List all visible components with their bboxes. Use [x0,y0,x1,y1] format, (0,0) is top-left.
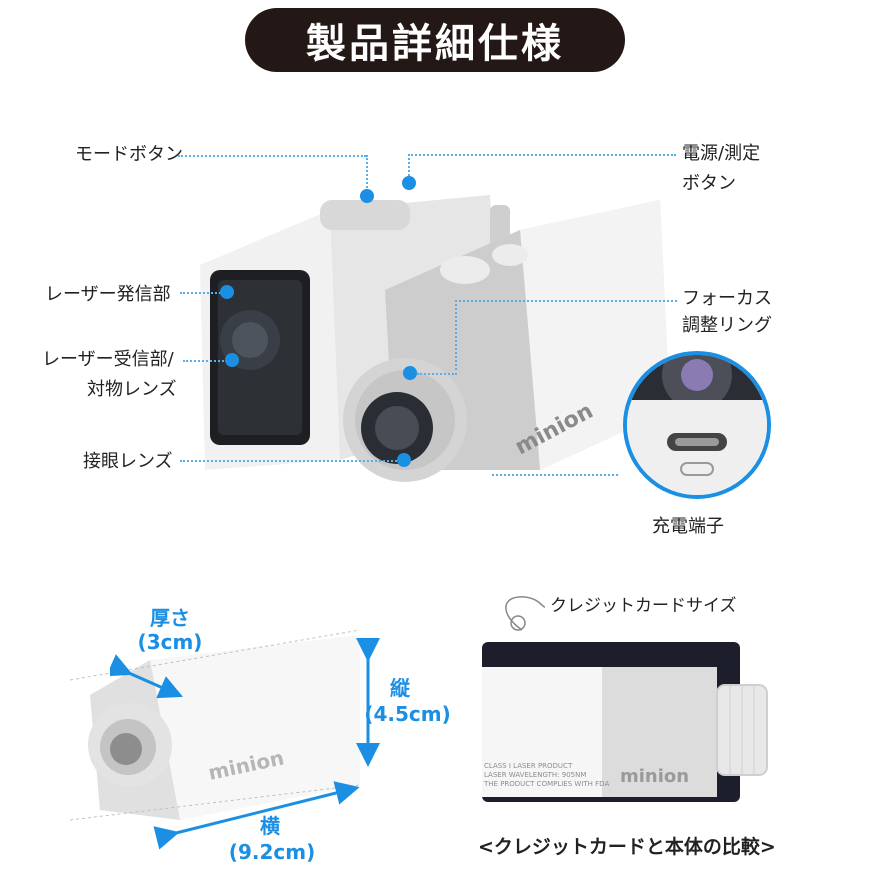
mode-button-marker [360,189,374,203]
focus-ring-leader-h [417,373,457,375]
laser-emitter-leader [180,292,225,294]
svg-text:minion: minion [620,766,689,787]
dimension-arrows [110,638,380,850]
laser-emitter-marker [220,285,234,299]
eyepiece-leader [180,460,400,462]
eyepiece-label: 接眼レンズ [83,451,173,472]
credit-card-size-label: クレジットカードサイズ [550,596,737,616]
charging-port-zoom [623,351,771,499]
mode-button-leader [178,155,366,157]
laser-receiver-label-1: レーザー受信部/ [42,349,174,370]
charging-port-label: 充電端子 [652,516,724,537]
page-title: 製品詳細仕様 [245,8,625,72]
power-button-label-2: ボタン [682,173,736,194]
thickness-value: (3cm) [137,630,203,654]
laser-receiver-marker [225,353,239,367]
width-value: (9.2cm) [228,840,316,864]
power-button-leader [408,154,676,156]
laser-emitter-label: レーザー発信部 [45,284,171,305]
focus-ring-label-1: フォーカス [682,288,772,309]
width-label: 横 [260,814,280,838]
eyepiece-marker [397,453,411,467]
focus-ring-marker [403,366,417,380]
spec-line-2: LASER WAVELENGTH: 905NM [484,771,587,779]
focus-ring-label-2: 調整リング [682,315,772,336]
power-button-label-1: 電源/測定 [682,143,761,164]
spec-line-3: THE PRODUCT COMPLIES WITH FDA [484,780,610,788]
thickness-label: 厚さ [150,606,190,630]
power-button-marker [402,176,416,190]
comparison-caption: <クレジットカードと本体の比較> [478,836,776,858]
focus-ring-leader [455,300,677,302]
height-label: 縦 [390,676,410,700]
mode-button-leader-v [366,155,368,191]
device-spec-label: CLASS I LASER PRODUCT LASER WAVELENGTH: … [484,762,609,789]
height-value: (4.5cm) [364,702,451,726]
card-comparison-illustration: minion [482,596,768,802]
laser-receiver-leader [183,360,231,362]
power-button-leader-v [408,154,410,180]
charging-port-leader [492,474,618,476]
spec-line-1: CLASS I LASER PRODUCT [484,762,573,770]
mode-button-label: モードボタン [75,144,183,165]
focus-ring-leader-v [455,300,457,370]
laser-receiver-label-2: 対物レンズ [87,379,177,400]
